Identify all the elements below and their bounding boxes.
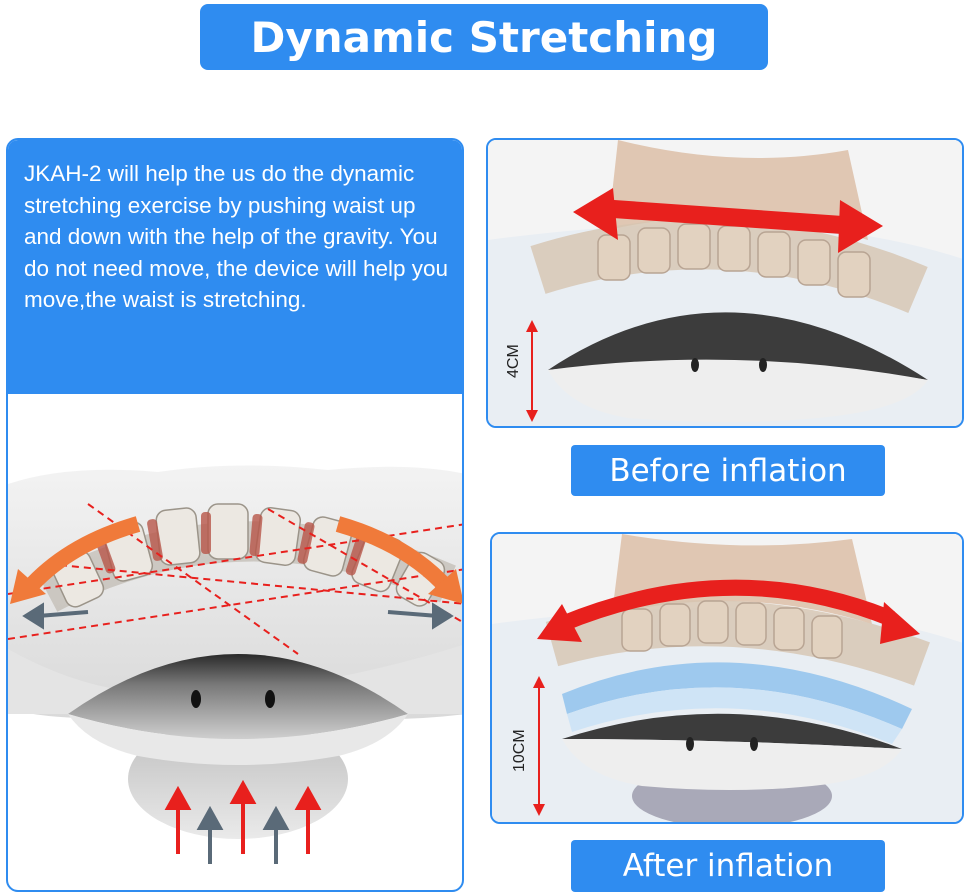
spine-stretch-graphic <box>8 465 462 864</box>
stretcher-device <box>562 713 902 822</box>
after-inflation-graphic: 10CM <box>492 534 962 822</box>
height-label: 10CM <box>511 729 528 772</box>
left-illustration-panel: JKAH-2 will help the us do the dynamic s… <box>6 138 464 892</box>
description-box: JKAH-2 will help the us do the dynamic s… <box>8 140 462 394</box>
after-caption: After inflation <box>571 840 885 892</box>
title-banner: Dynamic Stretching <box>200 4 768 70</box>
stretch-double-arrow <box>573 188 883 253</box>
height-indicator: 10CM <box>511 676 545 816</box>
up-arrows <box>164 779 322 864</box>
description-text: JKAH-2 will help the us do the dynamic s… <box>24 161 449 312</box>
before-inflation-graphic: 4CM <box>488 140 962 426</box>
page-title: Dynamic Stretching <box>250 12 718 62</box>
left-curved-arrow <box>22 516 141 595</box>
height-label: 4CM <box>505 344 522 378</box>
right-curved-arrow <box>335 516 454 595</box>
spine-stretch-illustration <box>8 394 462 890</box>
stretcher-device <box>548 312 928 422</box>
inflated-air-layers <box>562 662 912 744</box>
before-caption: Before inflation <box>571 445 885 496</box>
spine-graphic <box>530 219 928 314</box>
stretch-double-arrow <box>537 579 920 644</box>
after-caption-text: After inflation <box>622 848 834 884</box>
before-caption-text: Before inflation <box>609 452 847 489</box>
spine-graphic <box>545 600 930 686</box>
before-inflation-photo: 4CM <box>486 138 964 428</box>
side-arrows <box>22 602 454 630</box>
height-indicator: 4CM <box>505 320 538 422</box>
after-inflation-photo: 10CM <box>490 532 964 824</box>
